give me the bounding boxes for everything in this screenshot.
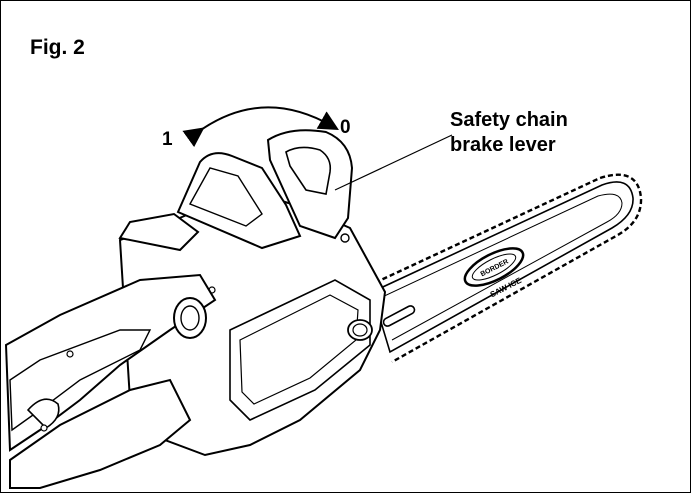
tension-knob — [173, 297, 207, 339]
callout-line-1: Safety chain — [450, 109, 568, 131]
motor-housing — [118, 188, 387, 457]
rotation-arrow — [182, 106, 339, 148]
top-handle — [118, 152, 302, 252]
saw-chain — [367, 173, 643, 364]
callout-leader-line — [334, 134, 453, 191]
position-label-0: 0 — [340, 117, 351, 138]
position-label-1: 1 — [162, 129, 173, 150]
safety-chain-brake-lever — [266, 129, 354, 240]
figure-title: Fig. 2 — [30, 36, 85, 59]
callout-label: Safety chain brake lever — [450, 108, 568, 158]
rear-handle — [4, 273, 217, 489]
callout-line-2: brake lever — [450, 134, 556, 156]
